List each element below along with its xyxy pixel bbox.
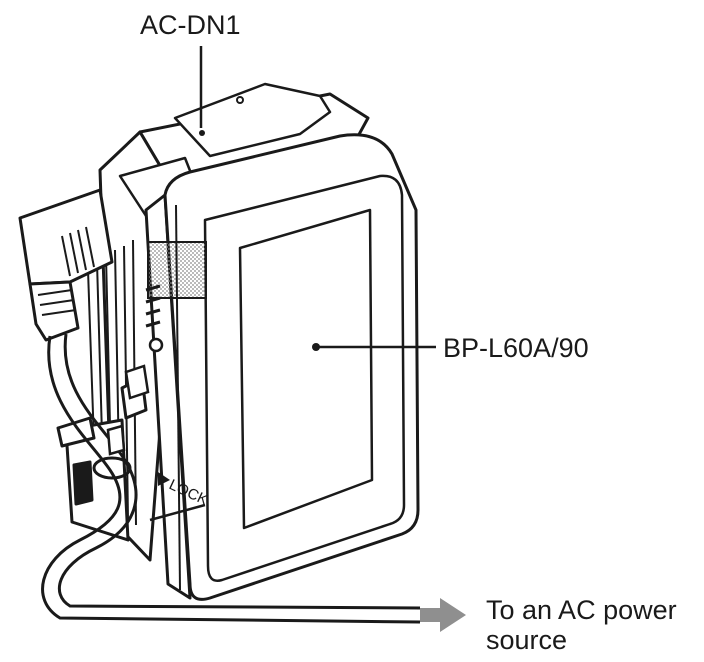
adapter-label: AC-DN1 [140,10,241,40]
power-source-line-1: To an AC power [486,595,677,625]
dc-plug [18,188,114,342]
battery-latch [124,364,150,400]
battery-label: BP-L60A/90 [443,333,589,363]
battery-body [144,133,420,601]
leader-dot [312,343,320,351]
power-cable [41,333,421,624]
cable-tie-tab [106,424,126,456]
cable-tie [92,456,132,480]
right-arrow-icon [420,598,466,632]
power-source-line-2: source [486,625,568,655]
battery-base-line [149,503,206,522]
lock-arrow-icon [158,472,170,486]
battery-release-button [148,337,164,353]
leader-lines [199,46,436,349]
power-source-label: To an AC power source [486,595,677,655]
screw-icon [199,130,205,136]
battery-slots [145,284,161,328]
screw-icon [236,96,244,104]
battery-edge-line [175,204,181,591]
plug-grip-lines [37,226,95,316]
adapter-bracket [56,376,148,542]
